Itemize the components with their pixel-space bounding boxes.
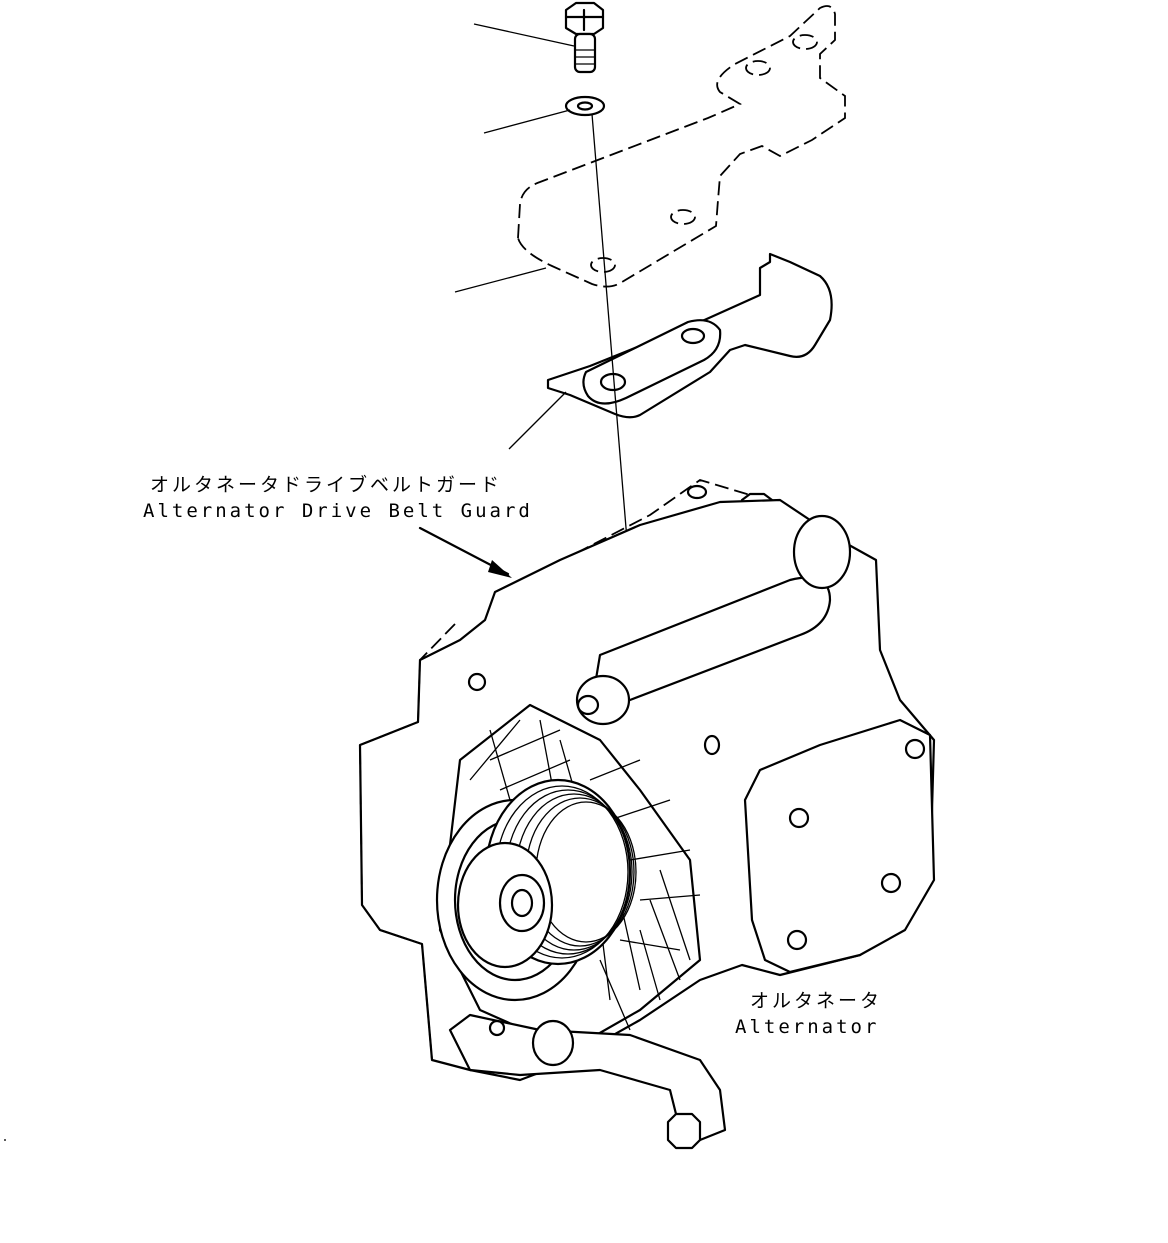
hex-bolt-icon (564, 1, 605, 74)
arrow-head-icon (488, 560, 512, 578)
label-belt-guard-jp: オルタネータドライブベルトガード (150, 474, 503, 496)
label-alternator-jp: オルタネータ (750, 990, 883, 1012)
leader-line-plate (508, 391, 567, 450)
leader-line-bracket (454, 267, 547, 293)
leader-line-washer (483, 109, 571, 134)
alternator-icon (358, 479, 936, 1150)
label-alternator-en: Alternator (735, 1016, 880, 1038)
assembly-center-line (591, 113, 628, 541)
bracket-icon (517, 5, 846, 288)
label-belt-guard-en: Alternator Drive Belt Guard (143, 500, 533, 522)
plate-icon (546, 252, 833, 419)
leader-line-bolt (473, 23, 575, 47)
washer-icon (564, 95, 606, 117)
